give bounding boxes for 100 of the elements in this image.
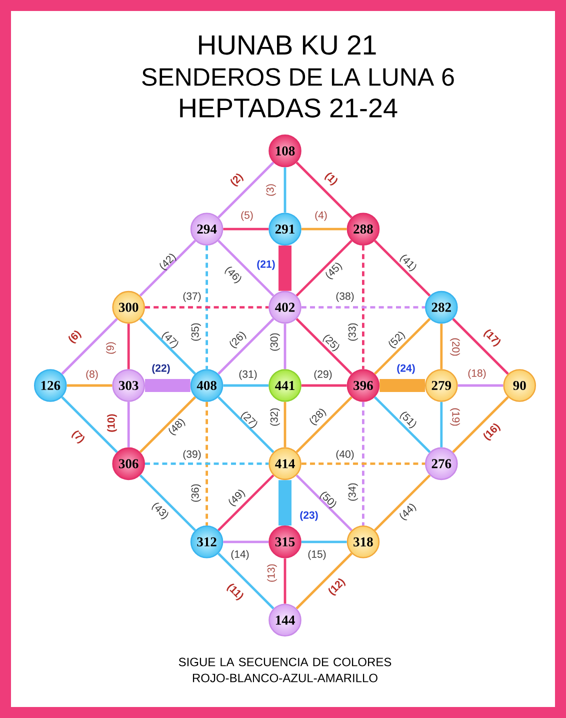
connecting-line [145, 462, 269, 465]
connecting-line [66, 384, 112, 387]
connecting-line [296, 318, 352, 375]
connecting-line [139, 474, 196, 532]
connecting-line [284, 167, 286, 213]
edge-label: (32) [270, 408, 280, 426]
connecting-line [296, 552, 352, 610]
edge-label: (22) [152, 364, 170, 374]
connecting-line [362, 246, 364, 370]
edge-label: (24) [397, 364, 415, 374]
connecting-line [218, 318, 274, 375]
connecting-line [223, 228, 269, 230]
edge-label: (38) [336, 292, 354, 302]
connecting-line [380, 379, 425, 392]
subtitle: HEPTADAS 21-24 [180, 98, 398, 118]
connecting-line [145, 306, 269, 308]
connecting-line [374, 396, 431, 453]
edge-label: (4) [315, 211, 327, 221]
edge-label: (51) [400, 412, 416, 428]
connecting-line [440, 324, 443, 370]
edge-label: (37) [183, 292, 201, 302]
edge-label: (52) [388, 332, 406, 348]
edge-label: (1) [324, 172, 338, 186]
connecting-line [284, 324, 286, 370]
edge-label: (35) [191, 323, 201, 341]
edge-label: (17) [483, 329, 501, 347]
edge-label: (34) [348, 483, 358, 501]
edge-label: (49) [228, 490, 246, 506]
connecting-line [452, 396, 509, 453]
connecting-line [206, 246, 208, 370]
edge-label: (40) [336, 450, 354, 460]
connecting-line [301, 540, 347, 544]
connecting-line [218, 240, 274, 297]
edge-label: (46) [224, 266, 242, 284]
connecting-line [278, 480, 292, 526]
connecting-line [139, 240, 196, 297]
connecting-line [278, 246, 292, 291]
edge-label: (11) [226, 584, 244, 600]
connecting-line [218, 474, 274, 532]
edge-label: (25) [322, 334, 340, 352]
connecting-line [127, 324, 130, 370]
connecting-line [374, 474, 431, 532]
connecting-line [301, 306, 425, 308]
edge-label: (21) [257, 260, 275, 270]
connecting-line [206, 402, 208, 526]
edge-label: (44) [400, 504, 416, 520]
edge-label: (14) [231, 550, 249, 560]
connecting-line [458, 384, 504, 387]
connecting-line [139, 396, 196, 453]
connecting-line [296, 240, 352, 297]
connecting-line [218, 162, 274, 218]
edge-label: (9) [106, 342, 116, 354]
edge-label: (31) [239, 370, 257, 380]
edge-label: (16) [483, 423, 501, 441]
connecting-line [127, 402, 130, 448]
subtitle: SENDEROS DE LA LUNA 6 [142, 68, 454, 86]
edge-label: (5) [241, 211, 253, 221]
edge-label: (20) [450, 338, 460, 356]
edge-label: (8) [86, 370, 98, 380]
edge-label: (39) [183, 450, 201, 460]
edge-label: (29) [314, 370, 332, 380]
title: HUNAB KU 21 [199, 35, 376, 55]
connecting-line [296, 474, 352, 532]
connecting-line [296, 396, 352, 453]
edge-label: (36) [191, 484, 201, 502]
connecting-line [296, 162, 352, 218]
edge-label: (2) [230, 173, 244, 187]
edge-label: (26) [230, 332, 246, 348]
connecting-line [362, 402, 364, 526]
connecting-line [301, 384, 347, 387]
edge-label: (12) [328, 578, 346, 596]
edge-label: (45) [326, 262, 342, 280]
edge-label: (41) [400, 254, 416, 272]
edge-label: (48) [168, 418, 186, 436]
connecting-line [452, 318, 509, 375]
edge-label: (23) [300, 511, 318, 521]
connecting-line [301, 228, 347, 230]
connecting-line [440, 402, 443, 448]
edge-label: (43) [152, 502, 168, 520]
edge-label: (42) [160, 254, 176, 270]
connecting-line [145, 379, 190, 392]
edge-label: (50) [320, 492, 336, 508]
connecting-line [301, 462, 425, 465]
connecting-line [284, 402, 286, 448]
connecting-line [61, 318, 118, 375]
edge-label: (28) [310, 408, 326, 426]
connecting-line [139, 318, 196, 375]
edge-label: (7) [71, 430, 85, 444]
edge-label: (6) [68, 330, 82, 344]
connecting-line [61, 396, 118, 453]
connecting-line [284, 558, 286, 604]
edge-label: (3) [266, 184, 276, 196]
edge-label: (13) [267, 564, 277, 582]
connecting-line [223, 540, 269, 544]
caption: SIGUE LA SECUENCIA DE COLORES ROJO-BLANCO-AZUL-AMARILLO [178, 658, 392, 682]
connecting-line [223, 384, 269, 387]
edge-label: (10) [107, 414, 117, 432]
edge-label: (30) [270, 333, 280, 351]
edge-label: (18) [468, 369, 486, 379]
edge-label: (19) [450, 408, 460, 426]
